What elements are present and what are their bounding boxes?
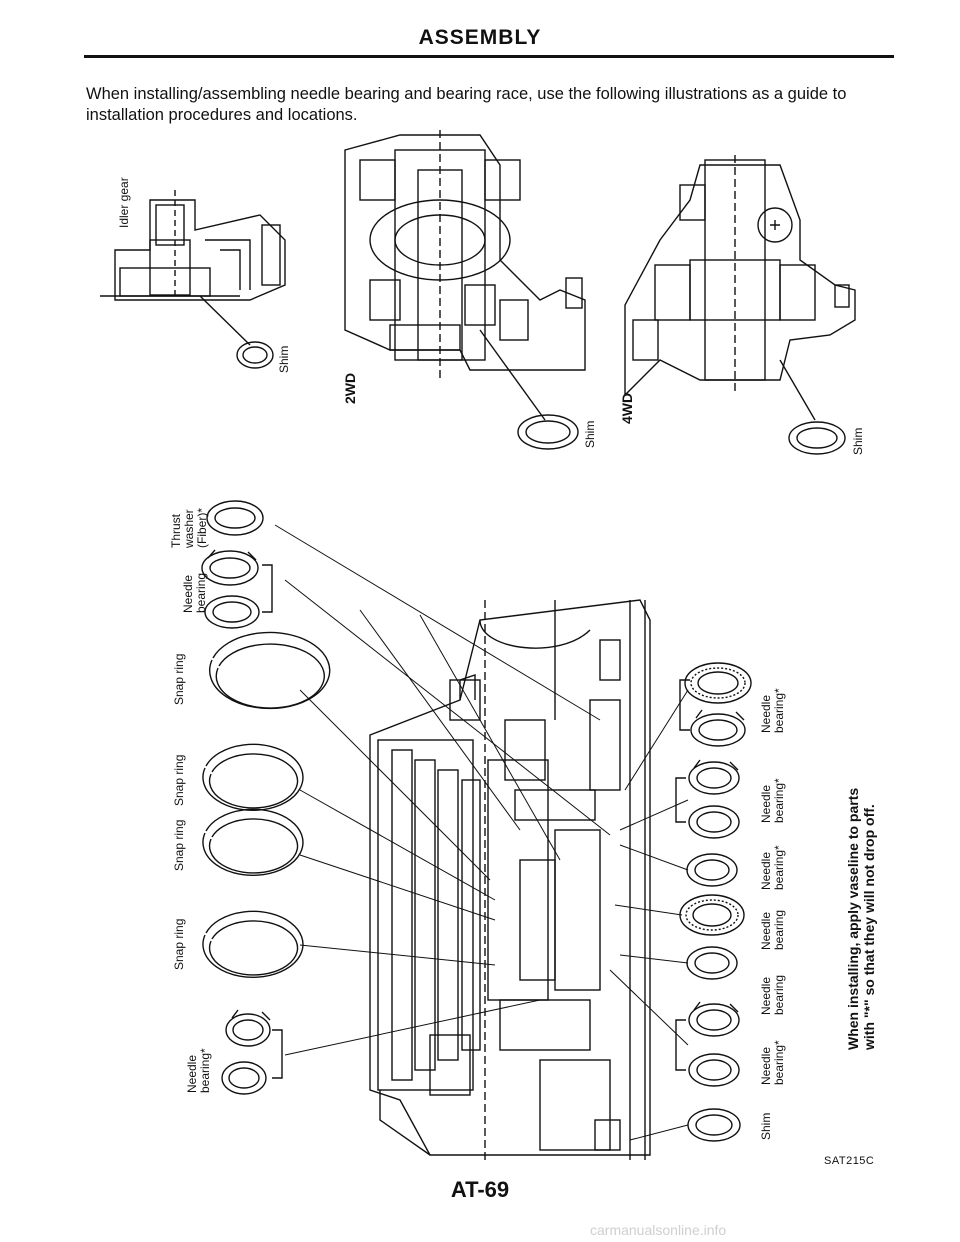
right-needle-bearing-race-3 <box>688 1001 740 1037</box>
label-needle-bearing-r1: Needle bearing* <box>759 688 786 733</box>
snap-ring-2 <box>202 743 304 812</box>
thrust-washer <box>206 500 264 536</box>
left-leader-lines <box>274 524 611 1056</box>
label-shim-4wd: Shim <box>851 427 865 455</box>
label-snap-ring-1: Snap ring <box>172 653 186 705</box>
label-needle-bearing-r5: Needle bearing <box>759 974 786 1015</box>
page-title: ASSEMBLY <box>418 26 542 49</box>
right-needle-bearing-race-1 <box>690 709 746 747</box>
shim-ring-idler <box>236 341 274 369</box>
shim-ring-2wd <box>517 414 579 450</box>
label-needle-bearing-top: Needle bearing <box>181 572 208 613</box>
label-snap-ring-4: Snap ring <box>172 918 186 970</box>
right-needle-bearing-2 <box>688 805 740 839</box>
label-needle-bearing-r2: Needle bearing* <box>759 778 786 823</box>
page-number: AT-69 <box>450 1177 510 1202</box>
snap-ring-3 <box>202 808 304 877</box>
vaseline-note: When installing, apply vaseline to parts… <box>845 787 877 1050</box>
right-needle-bearing-race-2 <box>688 759 740 795</box>
needle-bearing <box>204 595 260 629</box>
snap-ring-1 <box>209 631 331 710</box>
4wd-transfer-illustration <box>624 155 856 421</box>
needle-bearing-lower <box>221 1061 267 1095</box>
intro-paragraph: When installing/assembling needle bearin… <box>86 85 847 124</box>
label-4wd: 4WD <box>619 392 635 424</box>
label-needle-bearing-r3: Needle bearing* <box>759 845 786 890</box>
label-snap-ring-3: Snap ring <box>172 819 186 871</box>
label-needle-bearing-r4: Needle bearing <box>759 909 786 950</box>
snap-ring-4 <box>202 910 304 979</box>
label-snap-ring-2: Snap ring <box>172 754 186 806</box>
needle-bearing-lower-race <box>225 1013 271 1047</box>
right-needle-bearing-1 <box>684 662 752 704</box>
label-shim-lower-right: Shim <box>759 1112 773 1140</box>
right-needle-bearing-4 <box>679 894 745 936</box>
label-2wd: 2WD <box>342 372 358 404</box>
right-leader-lines <box>609 689 689 1141</box>
label-needle-bearing-r6: Needle bearing* <box>759 1040 786 1085</box>
needle-bearing-race <box>201 550 259 586</box>
idler-gear-illustration <box>100 190 286 346</box>
shim-ring-4wd <box>788 421 846 455</box>
label-needle-bearing-lower-left: Needle bearing* <box>185 1048 212 1093</box>
label-shim-2wd: Shim <box>583 420 597 448</box>
label-shim-idler: Shim <box>277 345 291 373</box>
2wd-differential-illustration <box>344 130 586 421</box>
transmission-cross-section <box>369 599 651 1160</box>
watermark: carmanualsonline.info <box>590 1222 727 1238</box>
label-idler-gear: Idler gear <box>117 177 131 228</box>
label-thrust-washer: Thrust washer (Fiber)* <box>169 507 209 548</box>
figure-code: SAT215C <box>824 1155 875 1167</box>
right-needle-bearing-6 <box>688 1053 740 1087</box>
title-rule <box>84 55 894 58</box>
